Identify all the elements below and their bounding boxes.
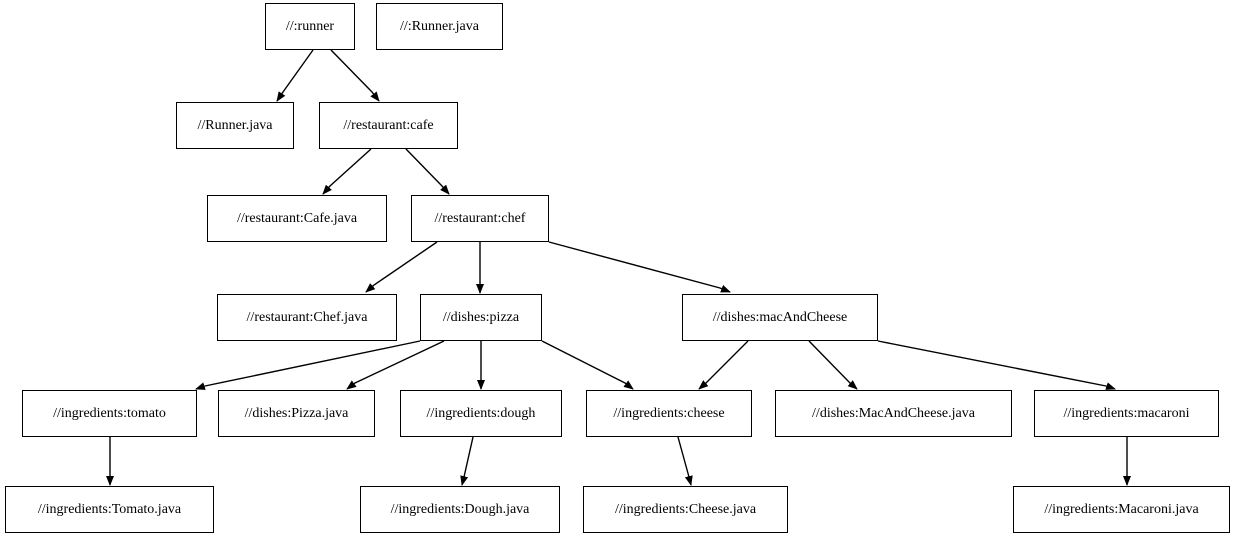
graph-node-runner_java_root[interactable]: //:Runner.java [376,3,503,50]
graph-node-label: //ingredients:Cheese.java [614,501,757,517]
graph-edge-dishes_pizza-to-ingredients_tomato [195,340,421,390]
graph-node-label: //:Runner.java [400,18,479,34]
graph-node-label: //Runner.java [197,117,273,133]
graph-node-label: //restaurant:Cafe.java [236,210,358,226]
graph-node-label: //ingredients:Dough.java [390,501,530,517]
graph-node-label: //dishes:MacAndCheese.java [812,405,975,421]
graph-node-dishes_macandcheese[interactable]: //dishes:macAndCheese [682,294,878,341]
graph-node-ingredients_tomato[interactable]: //ingredients:tomato [22,390,197,437]
graph-node-dishes_pizza_java[interactable]: //dishes:Pizza.java [218,390,375,437]
graph-node-restaurant_chef[interactable]: //restaurant:chef [411,195,549,242]
graph-node-label: //ingredients:dough [426,405,536,421]
graph-node-label: //dishes:pizza [442,309,520,325]
graph-node-tomato_java[interactable]: //ingredients:Tomato.java [5,486,214,533]
graph-node-label: //ingredients:Tomato.java [37,501,182,517]
graph-edge-ingredients_cheese-to-cheese_java [677,436,693,486]
graph-edge-dishes_macandcheese-to-dishes_mac_java [808,340,858,390]
graph-node-restaurant_chef_java[interactable]: //restaurant:Chef.java [217,294,397,341]
graph-edge-restaurant_cafe-to-restaurant_chef [405,148,450,195]
graph-node-label: //restaurant:chef [434,210,526,226]
graph-edge-restaurant_cafe-to-restaurant_cafe_java [322,148,372,195]
graph-node-ingredients_dough[interactable]: //ingredients:dough [400,390,562,437]
graph-node-label: //dishes:Pizza.java [244,405,349,421]
graph-edge-restaurant_chef-to-dishes_macandcheese [548,241,731,293]
graph-node-restaurant_cafe[interactable]: //restaurant:cafe [319,102,458,149]
graph-node-ingredients_cheese[interactable]: //ingredients:cheese [586,390,752,437]
graph-edge-dishes_pizza-to-ingredients_cheese [541,340,634,390]
graph-node-runner_java[interactable]: //Runner.java [176,102,294,149]
graph-node-label: //restaurant:cafe [343,117,434,133]
graph-node-ingredients_macaroni[interactable]: //ingredients:macaroni [1034,390,1219,437]
graph-node-label: //ingredients:cheese [613,405,725,421]
graph-node-cheese_java[interactable]: //ingredients:Cheese.java [583,486,788,533]
graph-node-restaurant_cafe_java[interactable]: //restaurant:Cafe.java [207,195,387,242]
graph-node-label: //restaurant:Chef.java [246,309,368,325]
graph-edge-dishes_pizza-to-dishes_pizza_java [346,340,445,390]
graph-node-label: //:runner [285,18,335,34]
graph-edge-runner_target-to-restaurant_cafe [330,49,380,102]
graph-edge-dishes_macandcheese-to-ingredients_macaroni [877,340,1116,390]
graph-node-dishes_pizza[interactable]: //dishes:pizza [420,294,542,341]
graph-edge-restaurant_chef-to-restaurant_chef_java [365,241,438,293]
graph-node-dishes_mac_java[interactable]: //dishes:MacAndCheese.java [775,390,1012,437]
graph-edge-runner_target-to-runner_java [276,49,314,102]
graph-edge-ingredients_dough-to-dough_java [460,436,474,486]
graph-edge-dishes_macandcheese-to-ingredients_cheese [698,340,749,390]
graph-node-dough_java[interactable]: //ingredients:Dough.java [360,486,560,533]
graph-node-macaroni_java[interactable]: //ingredients:Macaroni.java [1013,486,1230,533]
graph-node-label: //ingredients:macaroni [1063,405,1190,421]
graph-node-runner_target[interactable]: //:runner [265,3,355,50]
graph-node-label: //dishes:macAndCheese [712,309,848,325]
graph-node-label: //ingredients:Macaroni.java [1044,501,1199,517]
graph-node-label: //ingredients:tomato [53,405,166,421]
